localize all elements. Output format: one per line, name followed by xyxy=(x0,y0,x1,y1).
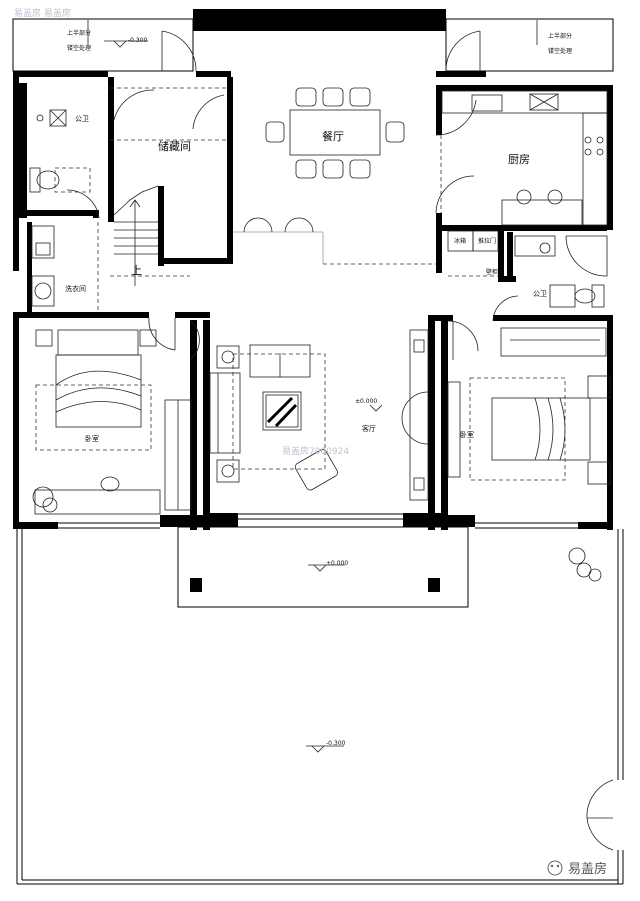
elevation-top-left: -0.300 xyxy=(128,37,148,44)
void-label-right-1: 上半部分 xyxy=(548,32,572,40)
right-bedroom-furniture xyxy=(447,327,611,582)
brand-logo-icon xyxy=(547,860,563,876)
elevation-terrace: ±0.000 xyxy=(326,560,348,567)
fridge-label: 冰箱 xyxy=(454,237,466,245)
left-wc-fixtures xyxy=(29,109,91,307)
right-wc-fixtures xyxy=(514,235,608,308)
doors xyxy=(66,30,614,851)
bar-stools xyxy=(243,217,314,233)
living-room-furniture xyxy=(209,329,429,501)
kitchen-fixtures xyxy=(441,90,608,252)
stairs-up-label: 上 xyxy=(131,264,142,277)
brand-badge: 易盖房 xyxy=(547,860,607,877)
room-label-wc-right: 公卫 xyxy=(533,290,547,298)
room-label-storage: 储藏间 xyxy=(158,139,191,153)
left-bedroom-furniture xyxy=(32,329,192,515)
elevation-living: ±0.000 xyxy=(355,398,377,405)
void-label-left-2: 镂空处理 xyxy=(67,44,91,52)
room-label-dining: 餐厅 xyxy=(322,129,344,143)
dashed-boundaries xyxy=(97,87,498,312)
room-label-wc-left: 公卫 xyxy=(75,115,89,123)
sliding-door-label: 推拉门 xyxy=(478,237,496,245)
room-label-living: 客厅 xyxy=(362,424,376,433)
walls xyxy=(12,9,624,885)
watermark-top: 易盖房 易盖房 xyxy=(14,7,71,19)
elevation-markers: -0.300 ±0.000 ±0.000 -0.300 xyxy=(87,20,538,753)
elevation-yard: -0.300 xyxy=(326,740,346,747)
staircase: 上 xyxy=(113,185,159,286)
void-label-left-1: 上半部分 xyxy=(67,29,91,37)
room-label-bedroom-left: 卧室 xyxy=(85,434,99,443)
room-label-kitchen: 厨房 xyxy=(508,153,530,166)
room-labels: 餐厅 储藏间 厨房 公卫 公卫 洗衣间 卧室 卧室 客厅 上半部分 镂空处理 上… xyxy=(65,29,572,443)
watermark-center: 易盖房7000924 xyxy=(282,445,349,457)
room-label-laundry: 洗衣间 xyxy=(65,284,86,293)
brand-name: 易盖房 xyxy=(568,861,607,877)
room-label-bedroom-right: 卧室 xyxy=(460,430,474,439)
wall-cabinet-label: 壁柜 xyxy=(486,268,498,276)
void-label-right-2: 镂空处理 xyxy=(548,47,572,55)
dining-table xyxy=(265,87,405,179)
